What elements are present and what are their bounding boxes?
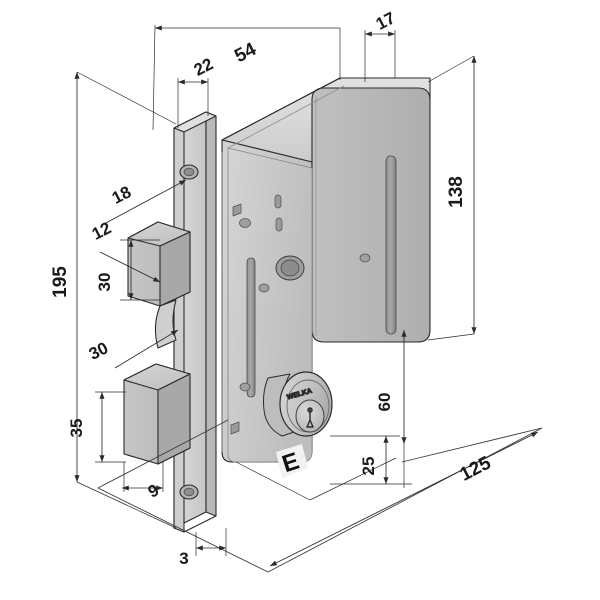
- body-slot-upper-center: [274, 194, 282, 209]
- dim-35-deadbolt: 35: [67, 419, 86, 438]
- rear-plate-fixing-hole: [359, 253, 371, 263]
- dim-line-125: [269, 431, 539, 567]
- dim-60-cylinder-center: 60: [375, 393, 394, 412]
- dim-18-screw-hole: 18: [109, 182, 134, 208]
- handing-label-text: E: [279, 448, 303, 479]
- dim-30-lower: 30: [86, 338, 111, 364]
- dim-9-bolt-projection: 9: [145, 480, 162, 501]
- dim-30-upper: 30: [95, 273, 114, 292]
- dim-3-faceplate-thickness: 3: [179, 549, 188, 568]
- faceplate-left-edge: [173, 127, 185, 533]
- dim-138-body-height: 138: [446, 176, 467, 208]
- dim-25-cylinder-offset: 25: [359, 457, 378, 476]
- handing-label-plate: [276, 444, 308, 478]
- latch-bolt-bevel: [154, 299, 177, 349]
- rear-plate-long-slot: [385, 155, 397, 335]
- body-slot-small-left: [232, 203, 242, 217]
- dim-line-18: [103, 179, 187, 225]
- dim-12-latch: 12: [89, 218, 114, 244]
- handing-label-group: E: [276, 444, 308, 478]
- body-long-slot-front: [246, 257, 256, 398]
- body-slot-small-lower: [230, 421, 240, 435]
- keyway-slot-icon: [306, 410, 314, 428]
- body-fixing-hole-lower: [239, 382, 251, 392]
- dim-22-backset: 22: [191, 54, 216, 80]
- dim-125-depth: 125: [457, 452, 495, 485]
- body-slot-lower-center: [275, 217, 283, 232]
- body-hole-below-cam: [258, 283, 270, 293]
- body-fixing-hole-left: [239, 218, 251, 228]
- dim-17-edge: 17: [373, 8, 398, 34]
- deadbolt-lower-side: [157, 373, 191, 465]
- lock-body-rear-plate: [311, 87, 431, 343]
- dim-54-body-width: 54: [231, 39, 260, 68]
- dim-line-30-lower: [114, 329, 179, 369]
- dim-195-overall-faceplate-height: 195: [50, 266, 71, 298]
- faceplate-edge: [205, 111, 217, 517]
